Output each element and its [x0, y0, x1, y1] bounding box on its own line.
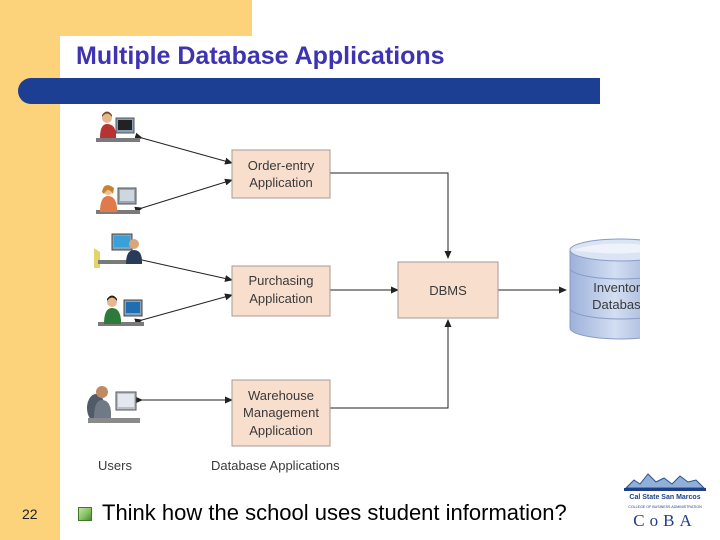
database-applications-label: Database Applications: [211, 458, 340, 473]
desk: [88, 418, 140, 423]
user-workstation-3: [94, 233, 142, 268]
logo-college-line: COLLEGE OF BUSINESS ADMINISTRATION: [628, 505, 702, 509]
hair: [102, 111, 112, 117]
monitor-screen: [126, 302, 140, 313]
monitor-screen: [118, 394, 134, 407]
connector-user4-purchasing: [134, 293, 233, 326]
logo-university: Cal State San Marcos: [629, 494, 700, 501]
desk: [96, 138, 140, 142]
body: [100, 196, 117, 212]
database-cylinder: Inventory Database: [569, 238, 640, 340]
app-label-line: Management: [243, 405, 319, 420]
user-workstation-1: [96, 111, 140, 142]
title-card: [62, 36, 602, 78]
app-dbms-connectors: [323, 169, 567, 412]
desk: [98, 260, 142, 264]
campus-skyline-icon: [624, 473, 706, 489]
app-label-line: Application: [249, 175, 313, 190]
slide-number: 22: [22, 506, 38, 522]
logo-wordmark: CoBA: [633, 511, 696, 530]
database-label-line: Database: [592, 297, 640, 312]
user-workstation-5: [87, 386, 140, 423]
head: [129, 239, 139, 249]
users-label: Users: [98, 458, 132, 473]
slide-title: Multiple Database Applications: [76, 42, 445, 70]
connector-user2-order: [134, 178, 233, 214]
app-label-line: Order-entry: [248, 158, 315, 173]
hair: [102, 185, 114, 194]
app-label-line: Application: [249, 423, 313, 438]
app-box-purchasing: Purchasing Application: [231, 265, 331, 317]
title-underline-bar: [18, 78, 600, 104]
bullet-text: Think how the school uses student inform…: [102, 500, 567, 525]
connector-user1-order: [134, 132, 233, 165]
dbms-box: DBMS: [397, 261, 499, 319]
body: [94, 400, 111, 418]
app-box-order-entry: Order-entry Application: [231, 149, 331, 199]
top-accent-block: [0, 0, 252, 36]
database-label-line: Inventory: [593, 280, 640, 295]
connector-user3-purchasing: [134, 255, 233, 282]
chair: [94, 248, 100, 268]
head: [107, 297, 117, 307]
database-applications-diagram: Order-entry Application Purchasing Appli…: [87, 111, 640, 473]
app-label-line: Warehouse: [248, 388, 314, 403]
monitor-screen: [118, 120, 132, 130]
monitor-screen: [114, 236, 130, 247]
head: [102, 113, 112, 123]
body: [126, 250, 142, 264]
head: [96, 386, 108, 398]
bullet-square-icon: [78, 507, 92, 521]
coba-logo: Cal State San Marcos COLLEGE OF BUSINESS…: [624, 473, 706, 530]
app-box-warehouse: Warehouse Management Application: [231, 379, 331, 447]
body: [100, 124, 116, 138]
app-label-line: Purchasing: [248, 273, 313, 288]
desk: [96, 210, 140, 214]
body: [104, 308, 121, 324]
monitor-screen: [120, 190, 134, 201]
user-workstation-4: [98, 295, 144, 326]
app-label-line: Application: [249, 291, 313, 306]
connector-warehouse-dbms: [323, 319, 452, 412]
connector-order-dbms: [323, 169, 452, 259]
hair: [107, 295, 117, 301]
dbms-label: DBMS: [429, 283, 467, 298]
user-workstation-2: [96, 185, 140, 214]
user-app-connectors: [134, 132, 233, 404]
